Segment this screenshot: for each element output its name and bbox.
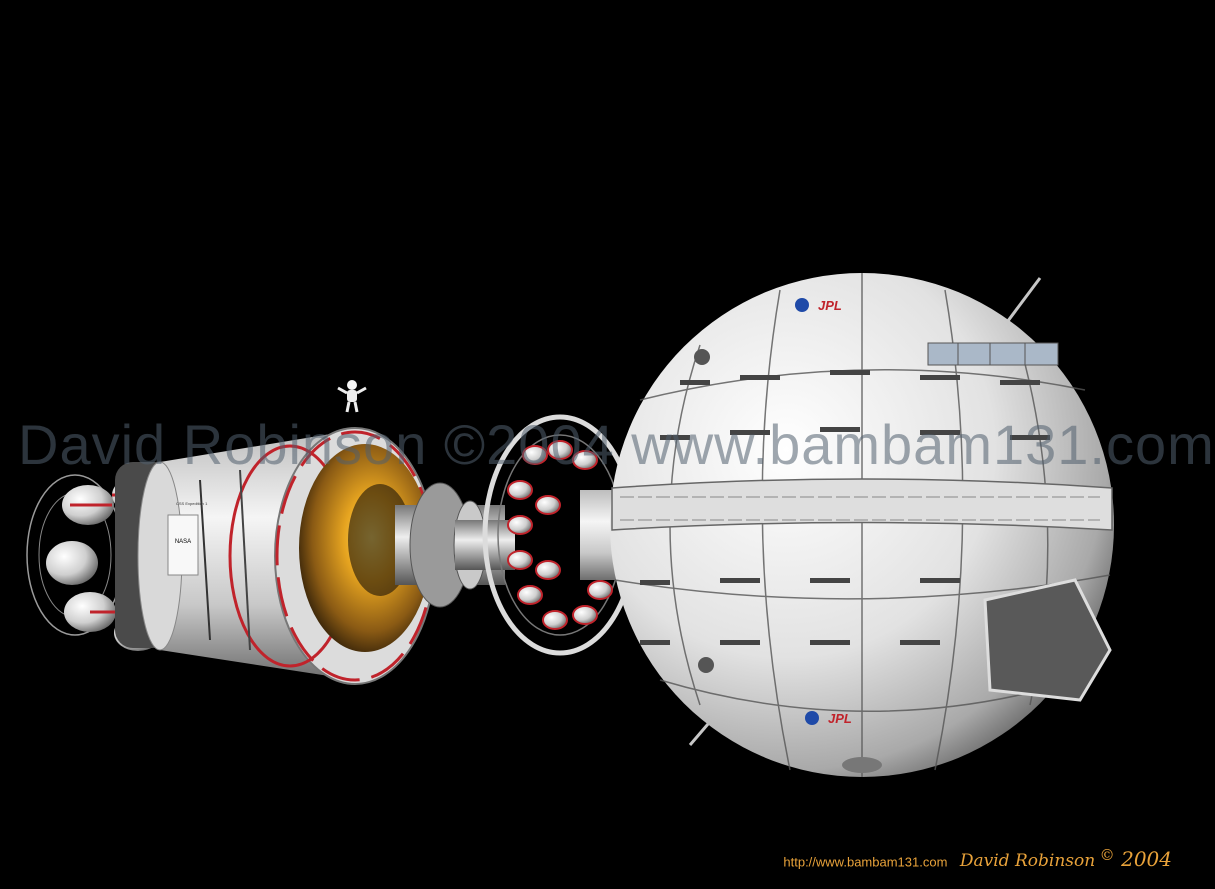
module-agency-label: NASA	[175, 539, 191, 545]
main-habitat-sphere: JPL JPL	[610, 273, 1114, 777]
watermark-text: David Robinson ©2004 www.bambam131.com	[18, 413, 1215, 476]
spacecraft-scene: NASA CSS Expedition 1	[26, 273, 1114, 777]
credit-author: David Robinson	[959, 851, 1096, 871]
sphere-top-jpl-label: JPL	[818, 298, 842, 313]
credit-copyright-symbol: ©	[1099, 845, 1115, 864]
sphere-bottom-jpl-label: JPL	[828, 711, 852, 726]
credit-year: 2004	[1121, 847, 1172, 871]
habitat-cylinder-module: NASA CSS Expedition 1	[115, 427, 436, 685]
credit-url: http://www.bambam131.com	[783, 854, 948, 869]
astronaut-figure	[337, 380, 367, 413]
image-credit: http://www.bambam131.com David Robinson …	[783, 846, 1172, 871]
module-banner-label: CSS Expedition 1	[176, 501, 208, 506]
